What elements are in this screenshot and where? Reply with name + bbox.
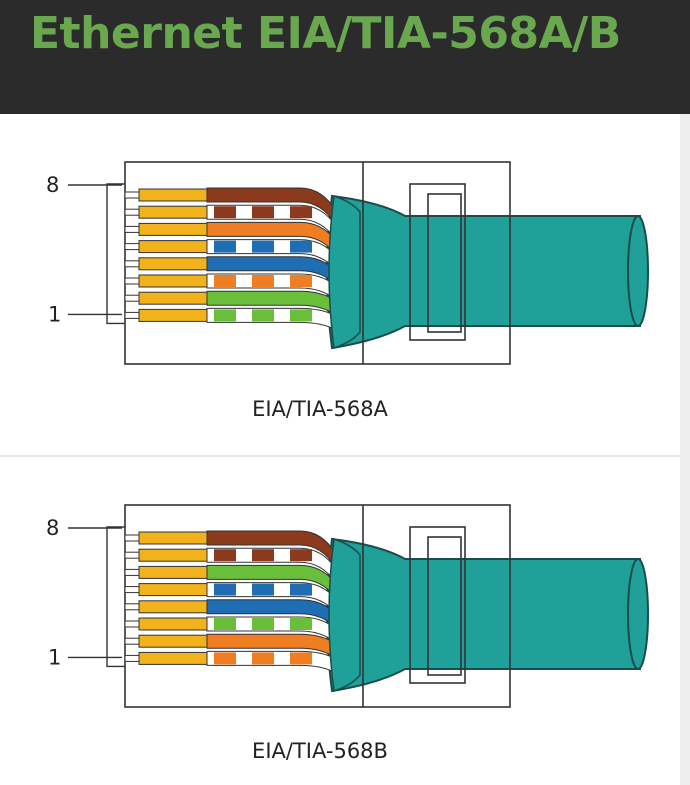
wire-stripe xyxy=(252,549,274,562)
contact-stub xyxy=(124,208,140,216)
gold-contact xyxy=(138,531,208,545)
latch-inner xyxy=(427,536,462,676)
wire-pin-3 xyxy=(124,273,337,302)
wire-stripe xyxy=(252,618,274,630)
wire-pin-6 xyxy=(124,564,337,600)
rj45-568a-diagram: 81 xyxy=(46,161,649,365)
wire-stripe xyxy=(252,652,274,665)
contact-stub xyxy=(124,294,140,302)
contact-stub xyxy=(124,620,140,628)
cable-body xyxy=(326,537,641,693)
wire-pin-7 xyxy=(124,204,337,242)
wire-stripe xyxy=(290,549,312,562)
wire-pin-3 xyxy=(124,616,337,645)
gold-contact xyxy=(138,617,208,631)
pin-1-label: 1 xyxy=(48,302,61,326)
cable-jacket xyxy=(326,537,649,693)
wire-stripe xyxy=(290,275,312,287)
gold-contact xyxy=(138,188,208,202)
contact-stub xyxy=(124,311,140,319)
pin-1-label: 1 xyxy=(48,645,61,669)
wire-stripe xyxy=(290,240,312,253)
contact-stub xyxy=(124,551,140,559)
wire-stripe xyxy=(290,618,312,630)
wire-stripe xyxy=(214,206,236,219)
contact-stub xyxy=(124,586,140,594)
cable-jacket xyxy=(326,194,649,350)
contact-stub xyxy=(124,260,140,268)
gold-contact xyxy=(138,257,208,271)
wire-pin-2 xyxy=(124,290,337,316)
wire-stripe xyxy=(214,240,236,253)
divider xyxy=(0,455,680,457)
wire-stripe xyxy=(252,309,274,322)
wire-pin-6 xyxy=(124,221,337,257)
latch-outer xyxy=(409,526,466,684)
gold-contact xyxy=(138,308,208,322)
wire-stripe xyxy=(290,652,312,665)
gold-contact xyxy=(138,634,208,648)
gold-contact xyxy=(138,274,208,288)
wire-pin-1 xyxy=(124,650,337,674)
contact-stub xyxy=(124,277,140,285)
wire-stripe xyxy=(252,206,274,219)
contact-stub xyxy=(124,568,140,576)
gold-contact xyxy=(138,240,208,254)
wire-stripe xyxy=(214,549,236,562)
wire-pin-1 xyxy=(124,307,337,331)
wire-pin-4 xyxy=(124,599,337,630)
header-bar: Ethernet EIA/TIA-568A/B xyxy=(0,0,690,114)
caption-568b: EIA/TIA-568B xyxy=(252,739,388,763)
latch-inner xyxy=(427,193,462,333)
caption-568a: EIA/TIA-568A xyxy=(252,397,388,421)
cable-body xyxy=(326,194,641,350)
wire-stripe xyxy=(252,275,274,287)
cable-end xyxy=(627,215,649,327)
contact-stub xyxy=(124,637,140,645)
latch-outer xyxy=(409,183,466,341)
gold-contact xyxy=(138,583,208,597)
contact-stub xyxy=(124,654,140,662)
gold-contact xyxy=(138,651,208,665)
pin-8-label: 8 xyxy=(46,516,59,540)
wire-stripe xyxy=(214,275,236,287)
gold-contact xyxy=(138,565,208,579)
contact-stub xyxy=(124,225,140,233)
wire-stripe xyxy=(290,206,312,219)
wire-stripe xyxy=(290,309,312,322)
gold-contact xyxy=(138,291,208,305)
wire-stripe xyxy=(214,652,236,665)
contact-stub xyxy=(124,534,140,542)
contact-stub xyxy=(124,603,140,611)
pin-8-label: 8 xyxy=(46,173,59,197)
gold-contact xyxy=(138,548,208,562)
cable-end xyxy=(627,558,649,670)
gold-contact xyxy=(138,600,208,614)
wire-pin-5 xyxy=(124,582,337,615)
cable-tip xyxy=(328,538,361,692)
contact-stub xyxy=(124,191,140,199)
wire-stripe xyxy=(290,583,312,596)
contact-bracket xyxy=(106,183,125,325)
wire-stripe xyxy=(214,309,236,322)
wire-stripe xyxy=(214,618,236,630)
contact-bracket xyxy=(106,526,125,668)
wire-stripe xyxy=(252,240,274,253)
page-title: Ethernet EIA/TIA-568A/B xyxy=(30,8,621,59)
gold-contact xyxy=(138,222,208,236)
wire-stripe xyxy=(252,583,274,596)
rj45-568b-diagram: 81 xyxy=(46,504,649,708)
cable-tip xyxy=(328,195,361,349)
gold-contact xyxy=(138,205,208,219)
contact-stub xyxy=(124,243,140,251)
wire-stripe xyxy=(214,583,236,596)
scroll-edge xyxy=(680,114,690,785)
